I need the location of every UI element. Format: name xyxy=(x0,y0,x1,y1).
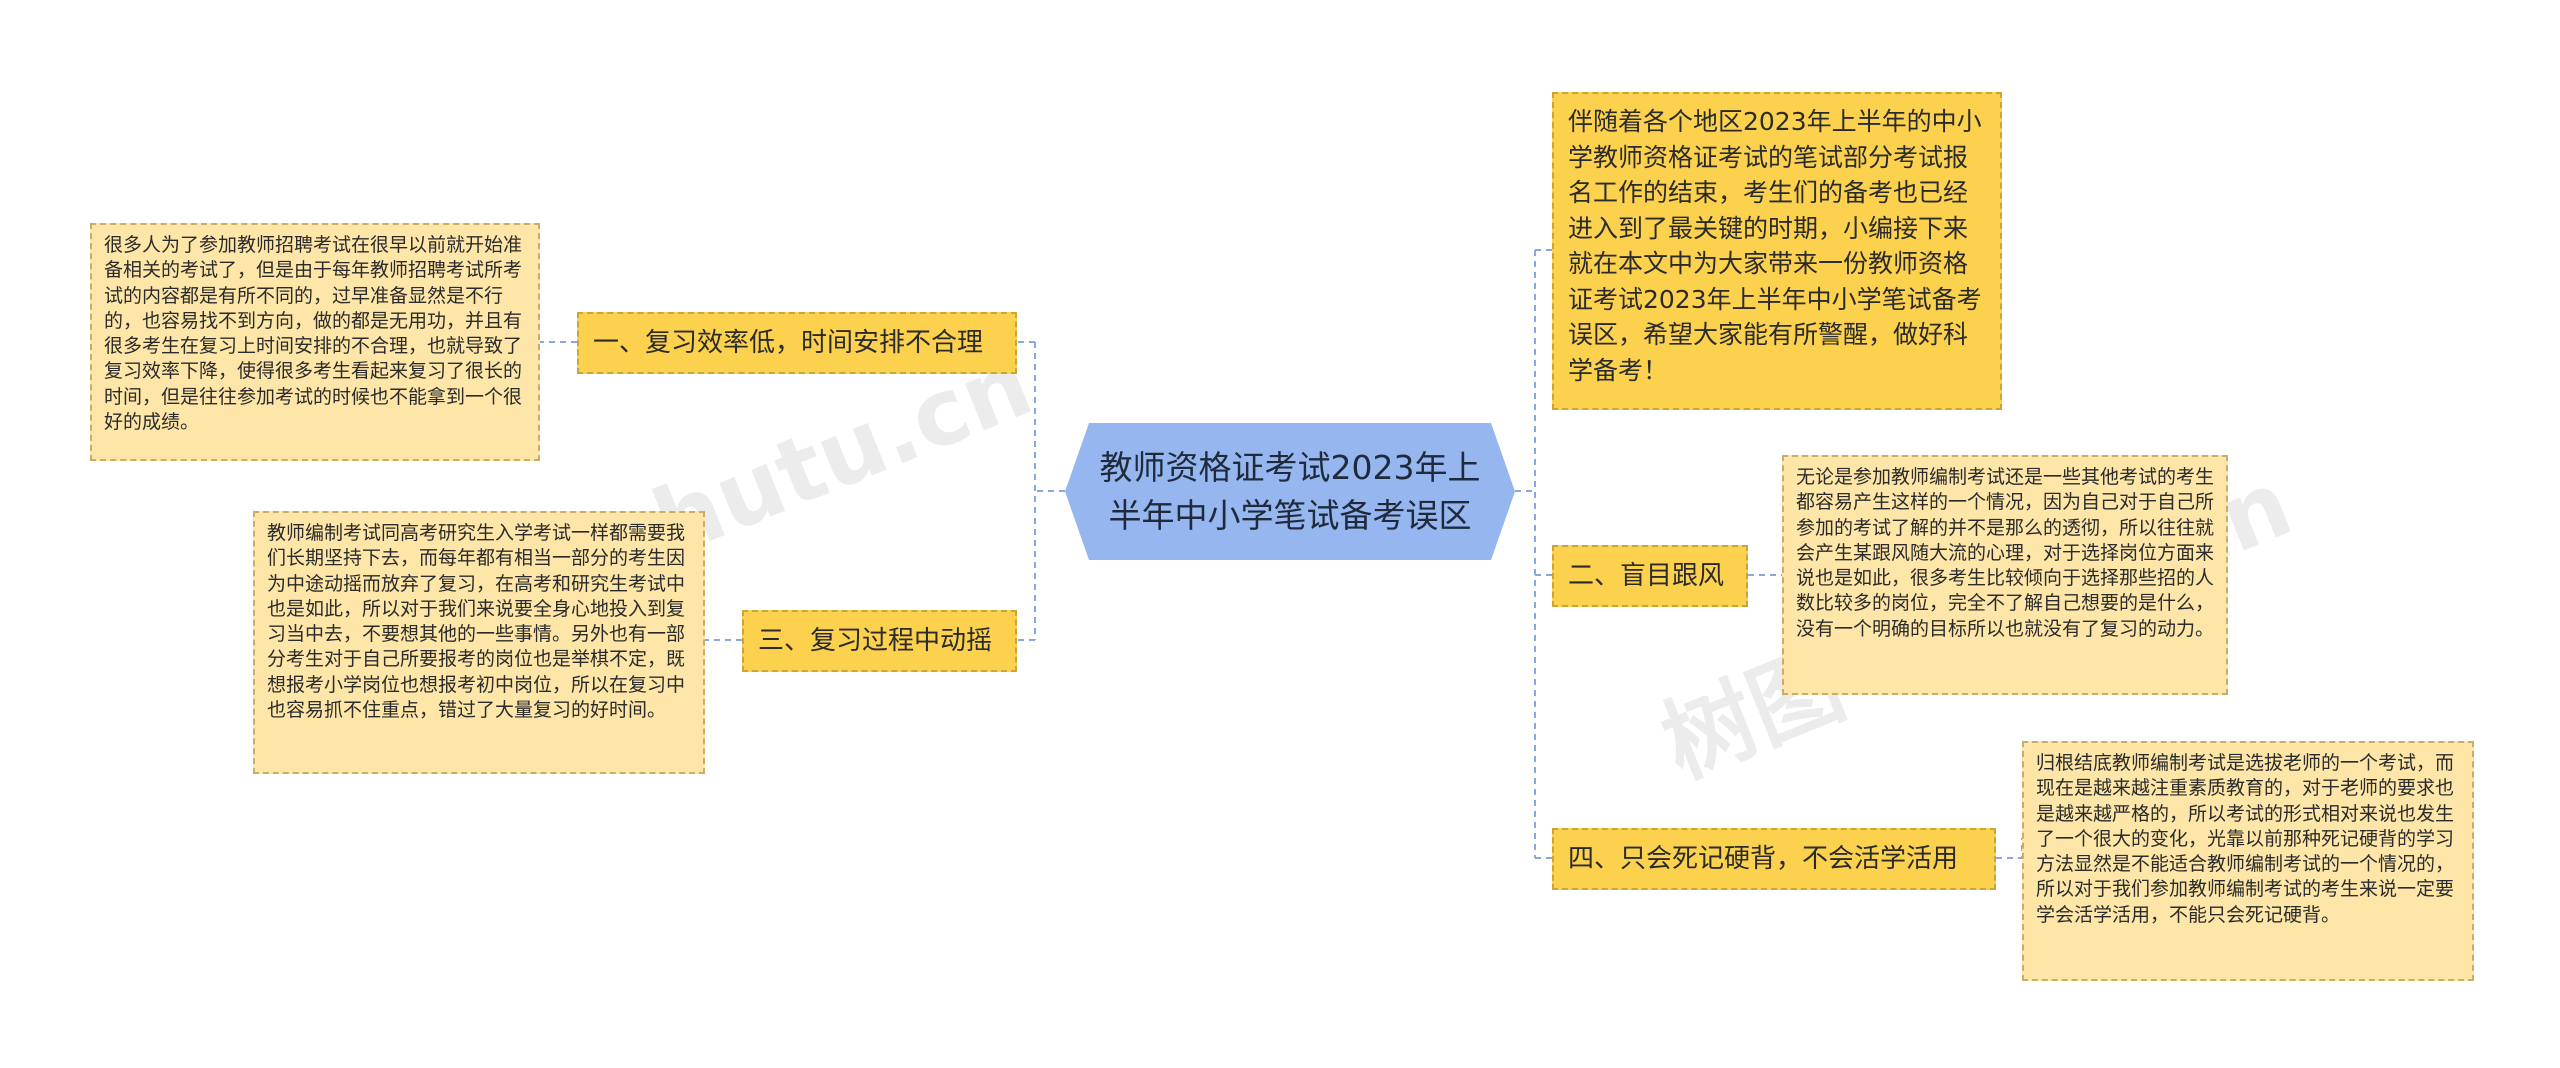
topic-wavering[interactable]: 三、复习过程中动摇 xyxy=(742,610,1017,672)
leaf-wavering-text: 教师编制考试同高考研究生入学考试一样都需要我们长期坚持下去，而每年都有相当一部分… xyxy=(267,522,686,722)
leaf-wavering[interactable]: 教师编制考试同高考研究生入学考试一样都需要我们长期坚持下去，而每年都有相当一部分… xyxy=(253,511,705,774)
leaf-review-efficiency[interactable]: 很多人为了参加教师招聘考试在很早以前就开始准备相关的考试了，但是由于每年教师招聘… xyxy=(90,223,540,461)
connector-leaf4 xyxy=(1996,838,2023,859)
leaf-follow-trend-text: 无论是参加教师编制考试还是一些其他考试的考生都容易产生这样的一个情况，因为自己对… xyxy=(1796,466,2215,640)
intro-note-text: 伴随着各个地区2023年上半年的中小学教师资格证考试的笔试部分考试报名工作的结束… xyxy=(1568,107,1982,385)
topic-follow-trend-label: 二、盲目跟风 xyxy=(1568,561,1725,591)
leaf-follow-trend[interactable]: 无论是参加教师编制考试还是一些其他考试的考生都容易产生这样的一个情况，因为自己对… xyxy=(1782,455,2228,695)
topic-follow-trend[interactable]: 二、盲目跟风 xyxy=(1552,545,1748,607)
central-topic-label: 教师资格证考试2023年上半年中小学笔试备考误区 xyxy=(1099,447,1481,535)
intro-note[interactable]: 伴随着各个地区2023年上半年的中小学教师资格证考试的笔试部分考试报名工作的结束… xyxy=(1552,92,2002,410)
leaf-review-efficiency-text: 很多人为了参加教师招聘考试在很早以前就开始准备相关的考试了，但是由于每年教师招聘… xyxy=(104,234,523,434)
topic-review-efficiency-label: 一、复习效率低，时间安排不合理 xyxy=(593,328,984,358)
topic-rote-learning[interactable]: 四、只会死记硬背，不会活学活用 xyxy=(1552,828,1996,890)
topic-rote-learning-label: 四、只会死记硬背，不会活学活用 xyxy=(1568,844,1959,874)
central-topic[interactable]: 教师资格证考试2023年上半年中小学笔试备考误区 xyxy=(1065,423,1515,560)
topic-wavering-label: 三、复习过程中动摇 xyxy=(758,626,993,656)
topic-review-efficiency[interactable]: 一、复习效率低，时间安排不合理 xyxy=(577,312,1017,374)
leaf-rote-learning-text: 归根结底教师编制考试是选拔老师的一个考试，而现在是越来越注重素质教育的，对于老师… xyxy=(2036,752,2455,926)
leaf-rote-learning[interactable]: 归根结底教师编制考试是选拔老师的一个考试，而现在是越来越注重素质教育的，对于老师… xyxy=(2022,741,2474,981)
